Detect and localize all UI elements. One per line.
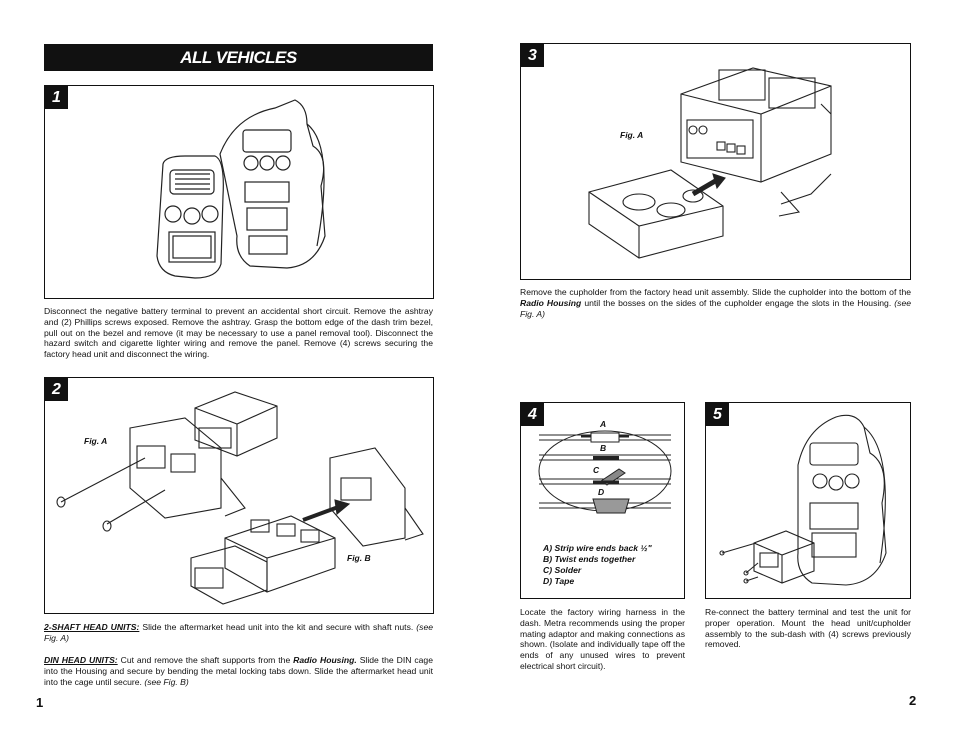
din-radio-housing: Radio Housing.: [293, 655, 357, 665]
step-1-figure: 1: [44, 85, 434, 299]
din-text-2: Slide the DIN cage into the Housing and …: [44, 655, 433, 687]
step-1-illustration: [156, 99, 326, 279]
shaft-text: Slide the aftermarket head unit into the…: [139, 622, 414, 632]
step-2-illustration: [56, 391, 424, 605]
step-5-badge: 5: [706, 403, 729, 426]
wire-label-b: B: [600, 443, 607, 453]
legend-item-a: A) Strip wire ends back ½": [543, 543, 652, 553]
din-head-units-heading: DIN HEAD UNITS:: [44, 655, 118, 665]
step-3-badge: 3: [521, 44, 544, 67]
page-number-left: 1: [36, 695, 44, 710]
legend-item-d: D) Tape: [543, 576, 575, 586]
step-1-instructions: Disconnect the negative battery terminal…: [44, 306, 433, 360]
step-2-badge: 2: [45, 378, 68, 401]
wire-label-d: D: [598, 487, 605, 497]
shaft-head-units-heading: 2-SHAFT HEAD UNITS:: [44, 622, 140, 632]
step-2-instructions-shaft: 2-SHAFT HEAD UNITS: Slide the aftermarke…: [44, 622, 433, 644]
step-3-figure: 3 Fig. A: [520, 43, 911, 280]
din-fig-ref: (see Fig. B): [144, 676, 189, 687]
wire-label-c: C: [593, 465, 600, 475]
wire-label-a: A: [600, 419, 607, 429]
step-1-badge: 1: [45, 86, 68, 109]
step-3-fig-a-label: Fig. A: [620, 130, 644, 140]
step-5-instructions: Re-connect the battery terminal and test…: [705, 607, 911, 650]
step-2-fig-b-label: Fig. B: [347, 553, 371, 563]
step-3-text-1: Remove the cupholder from the factory he…: [520, 287, 911, 297]
step-2-figure: 2 Fig. A Fig. B: [44, 377, 434, 614]
step-3-instructions: Remove the cupholder from the factory he…: [520, 287, 911, 319]
step-4-figure: 4 A B C D A) Strip wire ends back ½" B) …: [520, 402, 685, 599]
step-3-illustration: [588, 67, 832, 259]
step-4-wiring-illustration: [538, 430, 672, 514]
step-3-radio-housing: Radio Housing: [520, 297, 582, 308]
section-title-banner: ALL VEHICLES: [44, 44, 433, 71]
step-5-figure: 5: [705, 402, 911, 599]
legend-item-b: B) Twist ends together: [543, 554, 636, 564]
din-text-1: Cut and remove the shaft supports from t…: [117, 655, 294, 665]
page-number-right: 2: [909, 693, 917, 708]
step-4-badge: 4: [521, 403, 544, 426]
legend-item-c: C) Solder: [543, 565, 582, 575]
shaft-fig-ref: (see Fig. A): [44, 622, 433, 643]
step-2-fig-a-label: Fig. A: [84, 436, 108, 446]
step-4-instructions: Locate the factory wiring harness in the…: [520, 607, 685, 671]
wiring-legend: A) Strip wire ends back ½" B) Twist ends…: [543, 543, 652, 587]
step-5-illustration: [719, 414, 887, 586]
step-3-text-2: until the bosses on the sides of the cup…: [581, 297, 892, 308]
step-2-instructions-din: DIN HEAD UNITS: Cut and remove the shaft…: [44, 655, 433, 687]
step-3-fig-ref: (see Fig. A): [520, 297, 912, 319]
